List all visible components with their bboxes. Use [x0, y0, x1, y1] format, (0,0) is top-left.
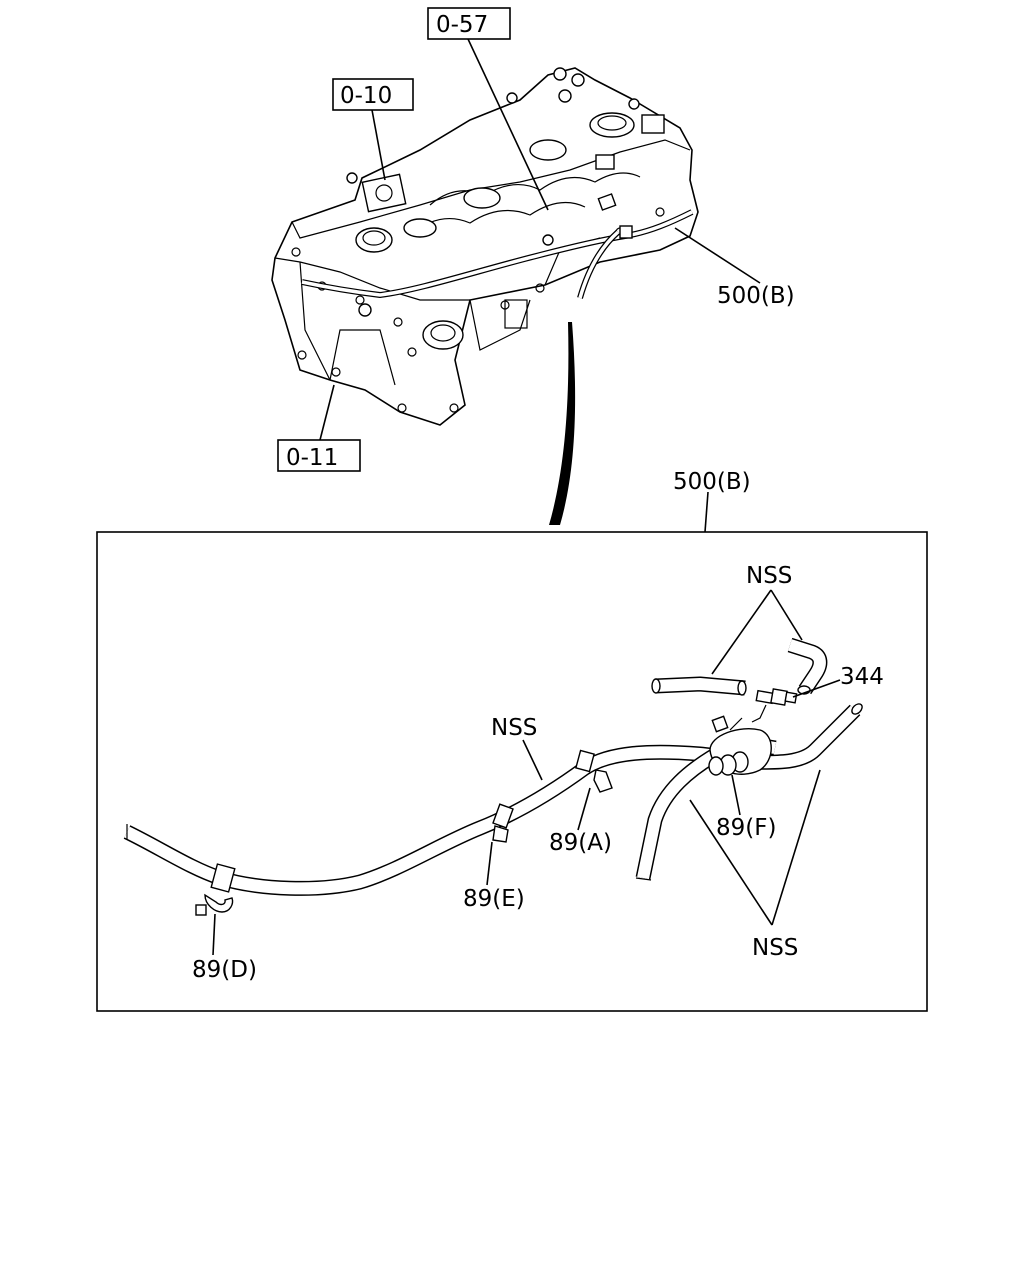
junction-block [708, 715, 772, 776]
connector-344 [751, 688, 798, 723]
detail-frame [96, 531, 928, 1012]
detail-pointer [549, 322, 576, 525]
ref-0-11-label: 0-11 [286, 445, 338, 471]
elbow-hose [787, 637, 828, 695]
callout-89a: 89(A) [549, 830, 612, 856]
cylinder-head-illustration [271, 67, 699, 426]
callout-89e: 89(E) [463, 886, 525, 912]
ref-box-0-10[interactable]: 0-10 [332, 78, 414, 111]
callout-nss-mid: NSS [491, 715, 537, 741]
callout-89f: 89(F) [716, 815, 776, 841]
callout-500b-top: 500(B) [717, 283, 795, 309]
ref-box-0-11[interactable]: 0-11 [277, 439, 361, 472]
callout-89d: 89(D) [192, 957, 257, 983]
callout-nss-top: NSS [746, 563, 792, 589]
ref-box-0-57[interactable]: 0-57 [427, 7, 511, 40]
ref-0-57-label: 0-57 [436, 12, 488, 38]
upper-hose [651, 676, 747, 696]
ref-0-10-label: 0-10 [340, 83, 392, 109]
callout-344: 344 [840, 664, 884, 690]
clamp-89d [195, 863, 236, 916]
callout-nss-bottom: NSS [752, 935, 798, 961]
clamp-89a [575, 749, 613, 793]
clamp-89e [492, 803, 514, 843]
callout-500b-box: 500(B) [673, 469, 751, 495]
